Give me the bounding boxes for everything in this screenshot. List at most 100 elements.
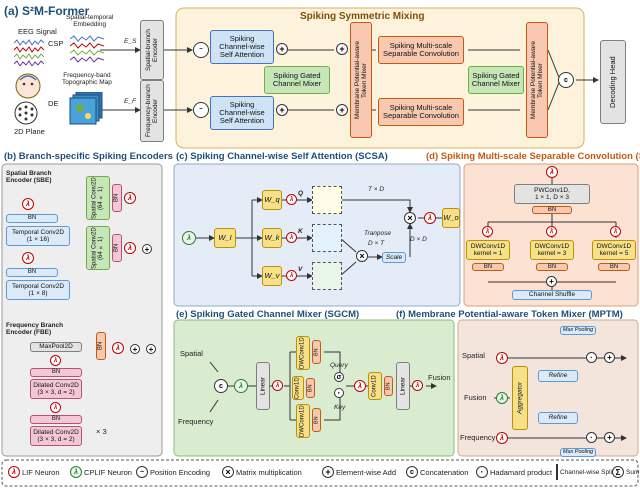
mptm-block-a: Membrane Potential-aware Token Mixer	[350, 22, 372, 138]
concat-icon: c	[214, 379, 228, 393]
spatial-embedding-label: Spatial-temporal Embedding	[66, 14, 114, 29]
lif-neuron-icon: λ	[8, 466, 20, 478]
lif-neuron-icon: λ	[354, 380, 366, 392]
de-label: DE	[48, 99, 59, 108]
cplif-neuron-icon: λ	[234, 379, 248, 393]
legend-lif: LIF Neuron	[22, 468, 60, 477]
wk-block: W_k	[262, 228, 282, 248]
add-icon: +	[146, 344, 156, 354]
v-spike-matrix	[312, 262, 342, 290]
bn-block: BN	[306, 378, 315, 398]
max-pooling-top: Max Pooling	[560, 326, 596, 335]
e-title: (e) Spiking Gated Channel Mixer (SGCM)	[176, 309, 360, 320]
pwconv-block: PWConv1D, 1 × 1, D × 3	[514, 184, 590, 204]
legend-concat: Concatenation	[420, 468, 469, 477]
dwconv-k3: DWConv1D kernel = 3	[530, 240, 574, 260]
k-spike-matrix	[312, 224, 342, 252]
c-title: (c) Spiking Channel-wise Self Attention …	[176, 151, 388, 162]
bn-block: BN	[312, 340, 321, 364]
add-icon: +	[604, 352, 615, 363]
lif-neuron-icon: λ	[272, 380, 283, 391]
bn-block: BN	[532, 206, 572, 214]
legend-add: Element-wise Add	[336, 468, 397, 477]
fbe-title: Frequency Branch Encoder (FBE)	[6, 322, 64, 337]
temporal-conv-b: Temporal Conv2D (1 × 8)	[6, 280, 70, 300]
spatial-conv-a: Spatial Conv2D (64 × 1)	[86, 176, 110, 220]
es-label: E_S	[124, 38, 137, 45]
refine-block-b: Refine	[538, 412, 578, 424]
d-title: (d) Spiking Multi-scale Separable Convol…	[426, 151, 640, 162]
concat-icon: c	[406, 466, 418, 478]
legend-hadamard: Hadamard product	[490, 468, 553, 477]
cplif-neuron-icon: λ	[182, 231, 196, 245]
fusion-output-label: Fusion	[428, 373, 451, 382]
q-label: Q	[298, 190, 304, 197]
refine-block-a: Refine	[538, 370, 578, 382]
wo-block: W_o	[442, 208, 460, 228]
sigmoid-icon: σ	[334, 372, 344, 382]
csp-label: CSP	[48, 39, 64, 48]
bn-block: BN	[536, 263, 568, 271]
legend-split: Channel-wise Split	[560, 469, 614, 476]
position-encoding-icon: ~	[136, 466, 148, 478]
scsa-block-bottom: Spiking Channel-wise Self Attention	[210, 96, 274, 130]
repeat-count: × 3	[96, 427, 107, 436]
max-pooling-bottom: Max Pooling	[560, 448, 596, 457]
freq-map-label: Frequency-band Topographic Map	[62, 72, 112, 87]
lif-neuron-icon: λ	[50, 355, 61, 366]
t-d-label: T × D	[368, 186, 385, 193]
hadamard-icon: ·	[476, 466, 488, 478]
dwconv-k1: DWConv1D kernel = 1	[466, 240, 510, 260]
lif-neuron-icon: λ	[286, 194, 297, 205]
concat-icon: c	[558, 72, 574, 88]
query-label: Query	[330, 362, 348, 369]
lif-neuron-icon: λ	[546, 226, 557, 237]
ef-label: E_F	[124, 98, 136, 105]
spatial-input-label: Spatial	[180, 349, 203, 358]
lif-neuron-icon: λ	[22, 252, 34, 264]
channel-shuffle: Channel Shuffle	[512, 290, 592, 300]
smsc-block-bottom: Spiking Multi-scale Separable Convolutio…	[378, 98, 464, 126]
legend-sum: Sum	[626, 469, 640, 476]
legend-matmul: Matrix multiplication	[236, 468, 302, 477]
maxpool-block: MaxPool2D	[30, 342, 82, 352]
lif-neuron-icon: λ	[50, 402, 61, 413]
dilated-conv-a: Dilated Conv2D (3 × 3, d = 2)	[30, 379, 82, 399]
wv-block: W_v	[262, 266, 282, 286]
linear-block-b: Linear	[396, 362, 410, 410]
frequency-branch-encoder: Frequency-branch Encoder	[140, 80, 164, 142]
lif-neuron-icon: λ	[22, 198, 34, 210]
add-icon: +	[546, 276, 557, 287]
topographic-map-icon	[68, 92, 104, 128]
sum-icon: Σ	[612, 466, 624, 478]
add-icon: +	[604, 432, 615, 443]
hadamard-icon: ·	[586, 432, 597, 443]
b-title: (b) Branch-specific Spiking Encoders	[4, 151, 173, 162]
temporal-conv-a: Temporal Conv2D (1 × 16)	[6, 226, 70, 246]
sbe-title: Spatial Branch Encoder (SBE)	[6, 170, 52, 185]
add-icon: +	[276, 104, 288, 116]
cplif-neuron-icon: λ	[70, 466, 82, 478]
mixing-title: Spiking Symmetric Mixing	[300, 11, 425, 22]
smsc-block-top: Spiking Multi-scale Separable Convolutio…	[378, 36, 464, 64]
frequency-input-label: Frequency	[460, 433, 496, 442]
d-d-label: D × D	[410, 236, 427, 243]
position-encoding-icon-bottom: ~	[193, 102, 209, 118]
lif-neuron-icon: λ	[610, 226, 621, 237]
lif-neuron-icon: λ	[496, 352, 508, 364]
aggregator-block: Aggregator	[512, 366, 528, 430]
hadamard-icon: ·	[334, 388, 344, 398]
spatial-embedding-icon	[70, 34, 104, 64]
bn-block: BN	[112, 184, 122, 212]
scalp-plane-icon	[10, 100, 42, 126]
lif-neuron-icon: λ	[124, 192, 136, 204]
eeg-signal-label: EEG Signal	[18, 27, 57, 36]
lif-neuron-icon: λ	[112, 342, 124, 354]
add-icon: +	[130, 344, 140, 354]
dwconv-block-b: DWConv1D	[296, 404, 310, 438]
bn-block: BN	[6, 214, 58, 223]
scale-block: Scale	[382, 252, 406, 263]
lif-neuron-icon: λ	[546, 166, 558, 178]
lif-neuron-icon: λ	[124, 242, 136, 254]
k-label: K	[298, 228, 303, 235]
